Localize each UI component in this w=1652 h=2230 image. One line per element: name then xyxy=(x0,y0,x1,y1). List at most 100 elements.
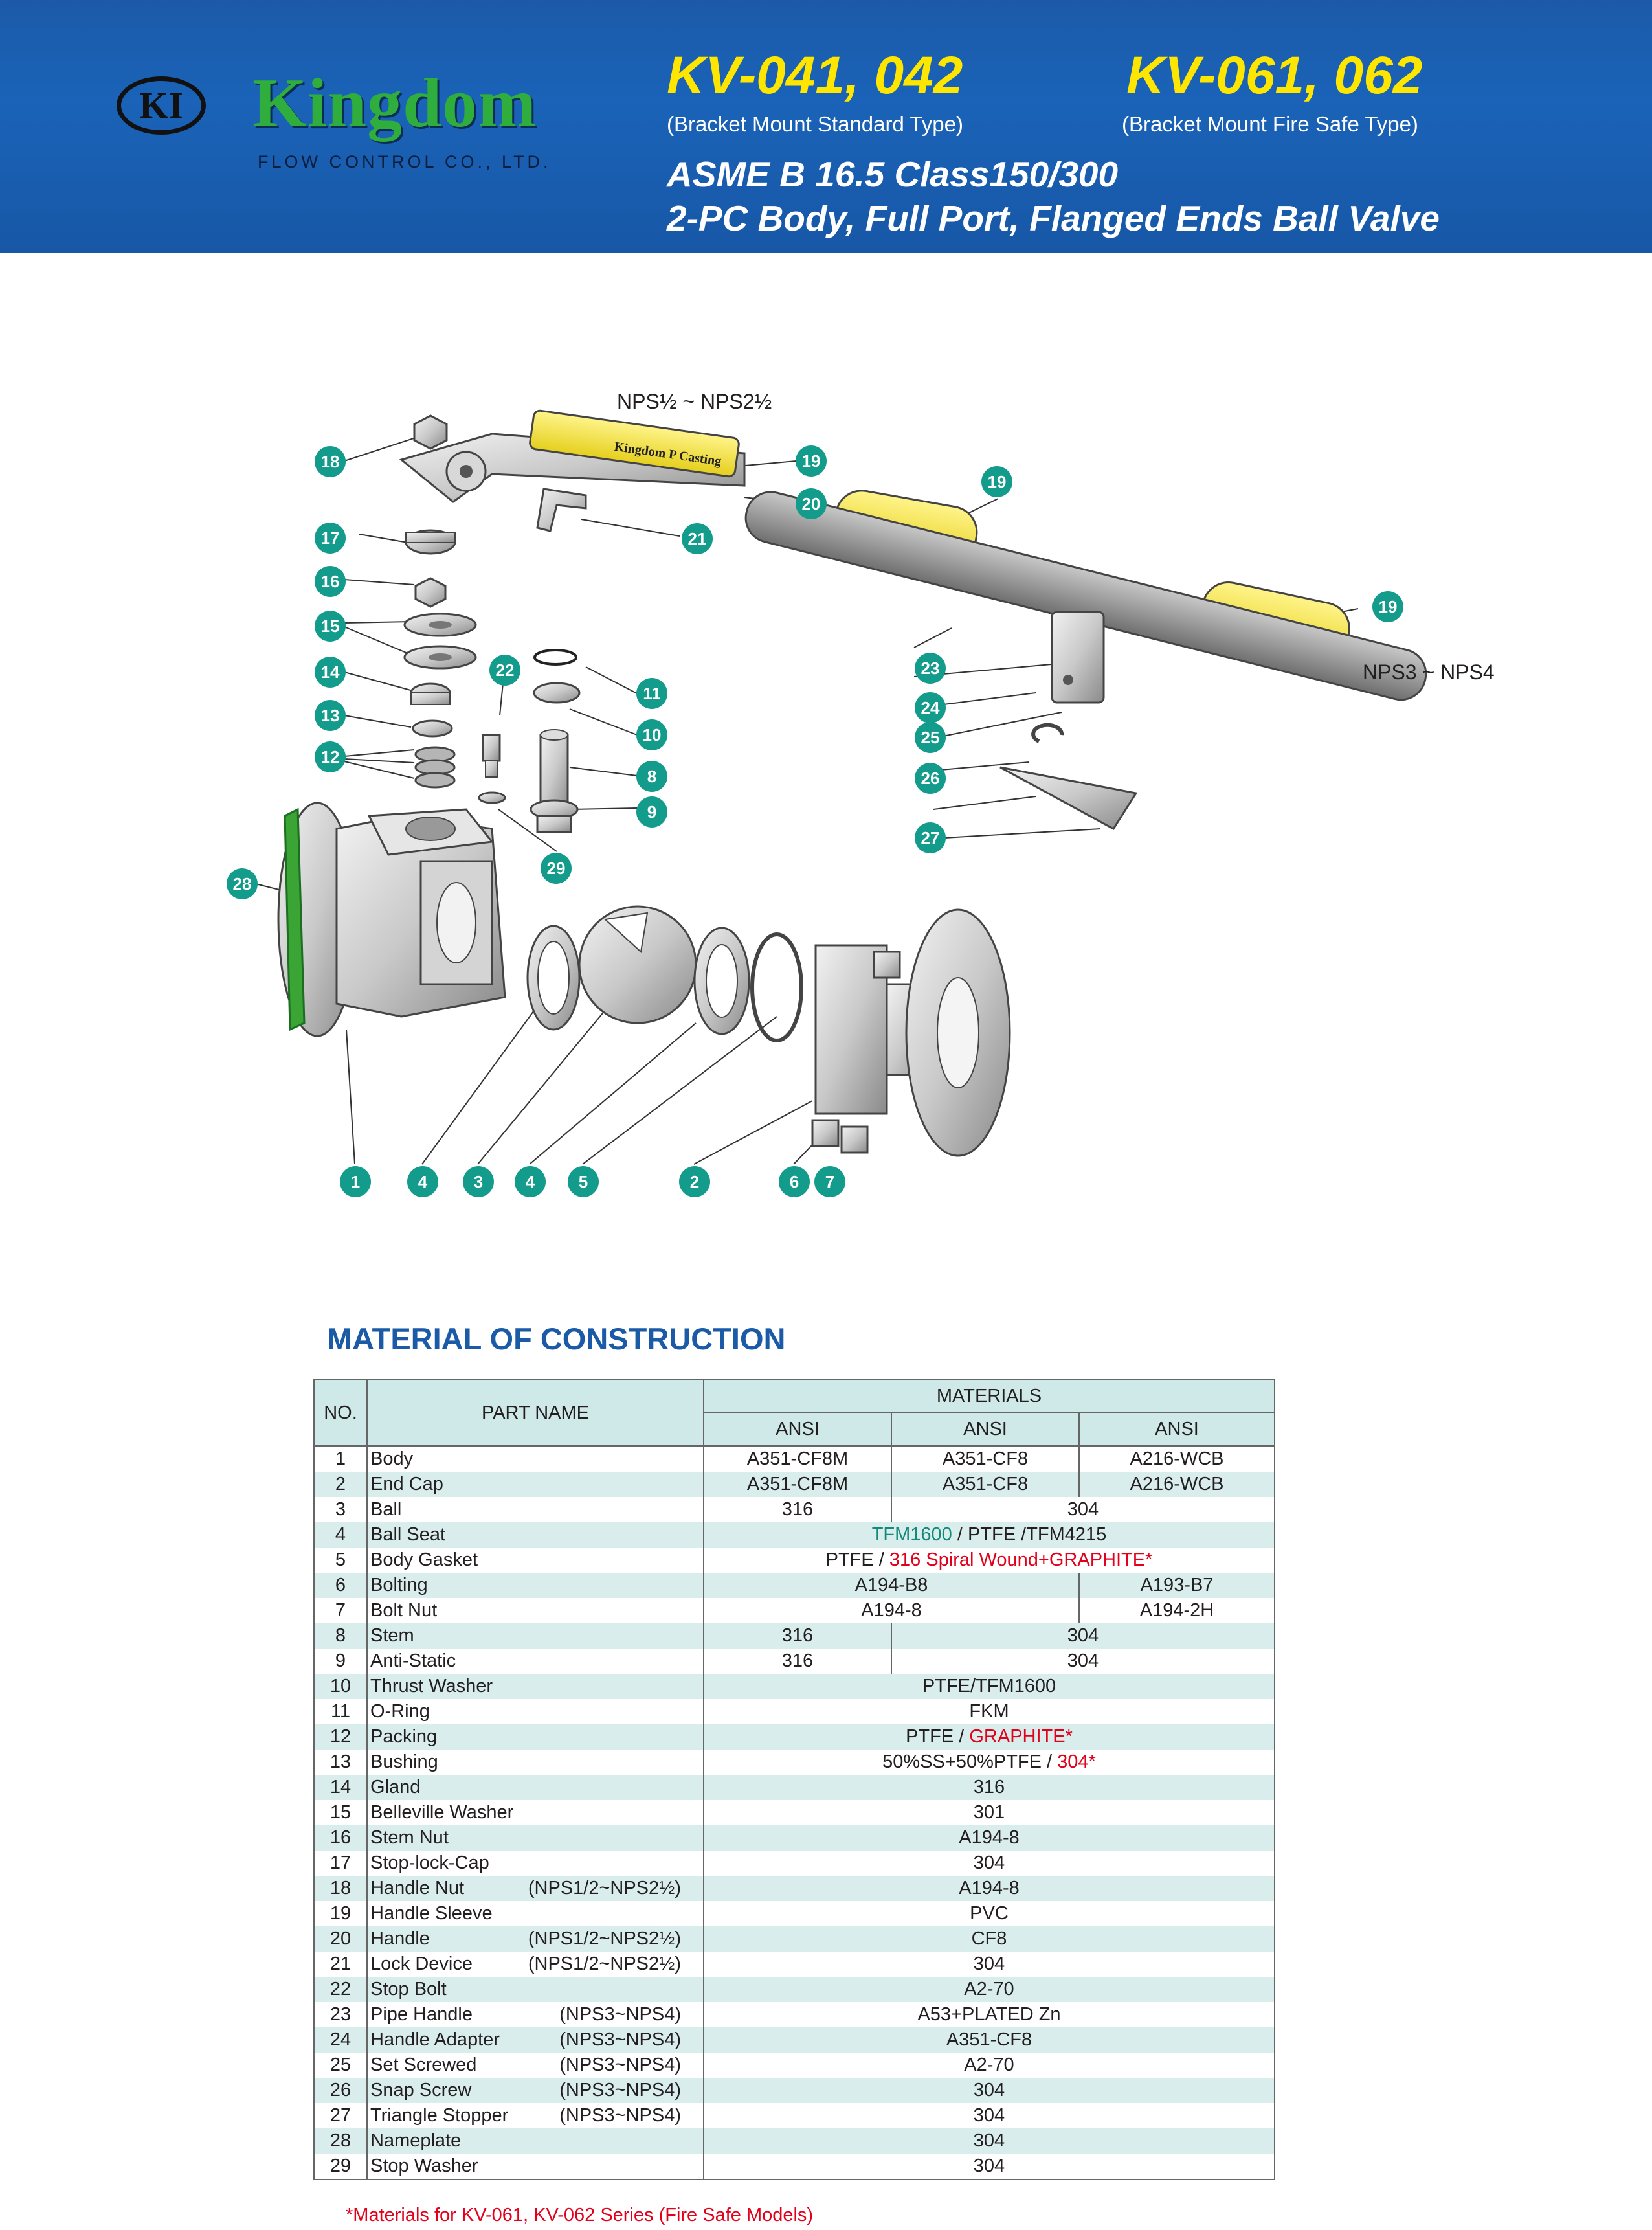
bushing xyxy=(412,719,453,738)
material-all: A351-CF8 xyxy=(703,2027,1275,2053)
callout-21: 21 xyxy=(682,523,713,554)
material-all: 301 xyxy=(703,1800,1275,1825)
material-all: A2-70 xyxy=(703,1977,1275,2002)
part-size-note: (NPS3~NPS4) xyxy=(559,2029,681,2050)
material-fire-safe: 316 Spiral Wound+GRAPHITE* xyxy=(889,1549,1153,1570)
part-name: Stop Washer xyxy=(366,2154,704,2180)
material-col12: A194-B8 xyxy=(703,1573,1080,1598)
part-name-text: Ball xyxy=(370,1499,402,1520)
material-col1: A351-CF8M xyxy=(703,1472,892,1497)
header-ansi-3: ANSI xyxy=(1078,1412,1275,1447)
material-all: PTFE / GRAPHITE* xyxy=(703,1724,1275,1750)
part-name: Nameplate xyxy=(366,2128,704,2154)
part-name-text: Snap Screw xyxy=(370,2080,472,2100)
material-all: 304 xyxy=(703,2078,1275,2103)
part-number: 25 xyxy=(313,2053,368,2078)
material-text: / PTFE /TFM4215 xyxy=(952,1524,1107,1545)
part-name-text: Handle xyxy=(370,1928,430,1949)
exploded-diagram: Kingdom P Casting xyxy=(0,363,1652,1230)
part-name: Stop Bolt xyxy=(366,1977,704,2002)
part-name: Pipe Handle(NPS3~NPS4) xyxy=(366,2002,704,2027)
lock-device xyxy=(536,488,587,532)
part-name: Snap Screw (NPS3~NPS4) xyxy=(366,2078,704,2103)
callout-17: 17 xyxy=(315,523,346,554)
callout-10: 10 xyxy=(636,719,667,750)
part-name: Stop-lock-Cap xyxy=(366,1851,704,1876)
part-number: 11 xyxy=(313,1699,368,1724)
part-name-text: Body Gasket xyxy=(370,1549,478,1570)
part-name: Body xyxy=(366,1446,704,1472)
part-number: 2 xyxy=(313,1472,368,1497)
callout-18: 18 xyxy=(315,446,346,477)
part-name-text: Stop Washer xyxy=(370,2156,478,2176)
company-logo: KI xyxy=(117,76,206,135)
part-name-text: Body xyxy=(370,1448,414,1469)
handle-nut xyxy=(413,414,448,450)
part-number: 21 xyxy=(313,1952,368,1977)
material-all: PTFE / 316 Spiral Wound+GRAPHITE* xyxy=(703,1548,1275,1573)
part-name-text: Handle Adapter xyxy=(370,2029,500,2050)
handle-adapter xyxy=(1051,611,1105,704)
material-all: 316 xyxy=(703,1775,1275,1800)
size-label-large: NPS3 ~ NPS4 xyxy=(1363,660,1495,684)
material-all: 304 xyxy=(703,2103,1275,2128)
material-col3: A193-B7 xyxy=(1078,1573,1275,1598)
part-number: 19 xyxy=(313,1901,368,1926)
part-name: Handle Sleeve xyxy=(366,1901,704,1926)
part-name: Packing xyxy=(366,1724,704,1750)
part-name-text: Anti-Static xyxy=(370,1650,456,1671)
valve-illustration: Kingdom P Casting xyxy=(255,409,1427,1165)
material-col3: A194-2H xyxy=(1078,1598,1275,1623)
part-number: 22 xyxy=(313,1977,368,2002)
callout-25: 25 xyxy=(915,722,946,753)
part-name-text: Lock Device xyxy=(370,1954,473,1974)
part-number: 4 xyxy=(313,1522,368,1548)
part-number: 6 xyxy=(313,1573,368,1598)
material-col3: A216-WCB xyxy=(1078,1472,1275,1497)
part-number: 24 xyxy=(313,2027,368,2053)
part-name-text: O-Ring xyxy=(370,1701,430,1722)
part-number: 23 xyxy=(313,2002,368,2027)
material-all: A194-8 xyxy=(703,1876,1275,1901)
part-name-text: Handle Nut xyxy=(370,1878,465,1898)
thrust-washer xyxy=(533,682,581,704)
part-number: 27 xyxy=(313,2103,368,2128)
valve-body xyxy=(277,802,506,1037)
size-label-small: NPS½ ~ NPS2½ xyxy=(617,390,772,413)
part-name-text: Stem Nut xyxy=(370,1827,449,1848)
bolting xyxy=(811,951,901,1154)
material-all: 50%SS+50%PTFE / 304* xyxy=(703,1750,1275,1775)
callout-11: 11 xyxy=(636,678,667,709)
part-name: O-Ring xyxy=(366,1699,704,1724)
material-all: TFM1600 / PTFE /TFM4215 xyxy=(703,1522,1275,1548)
material-text: PTFE / xyxy=(825,1549,889,1570)
callout-2: 2 xyxy=(679,1166,710,1197)
material-col1: A351-CF8M xyxy=(703,1446,892,1472)
callout-14: 14 xyxy=(315,657,346,688)
ball-seat xyxy=(526,925,581,1031)
callout-12: 12 xyxy=(315,741,346,772)
part-size-note: (NPS3~NPS4) xyxy=(559,2080,681,2100)
stop-washer xyxy=(478,791,506,804)
material-all: A53+PLATED Zn xyxy=(703,2002,1275,2027)
part-number: 26 xyxy=(313,2078,368,2103)
packing xyxy=(414,746,456,789)
part-number: 7 xyxy=(313,1598,368,1623)
part-name: Triangle Stopper(NPS3~NPS4) xyxy=(366,2103,704,2128)
model-b-subtitle: (Bracket Mount Fire Safe Type) xyxy=(1122,112,1418,136)
material-all: A2-70 xyxy=(703,2053,1275,2078)
part-name-text: Bolt Nut xyxy=(370,1600,438,1621)
callout-28: 28 xyxy=(227,868,258,899)
section-title: MATERIAL OF CONSTRUCTION xyxy=(327,1322,786,1356)
